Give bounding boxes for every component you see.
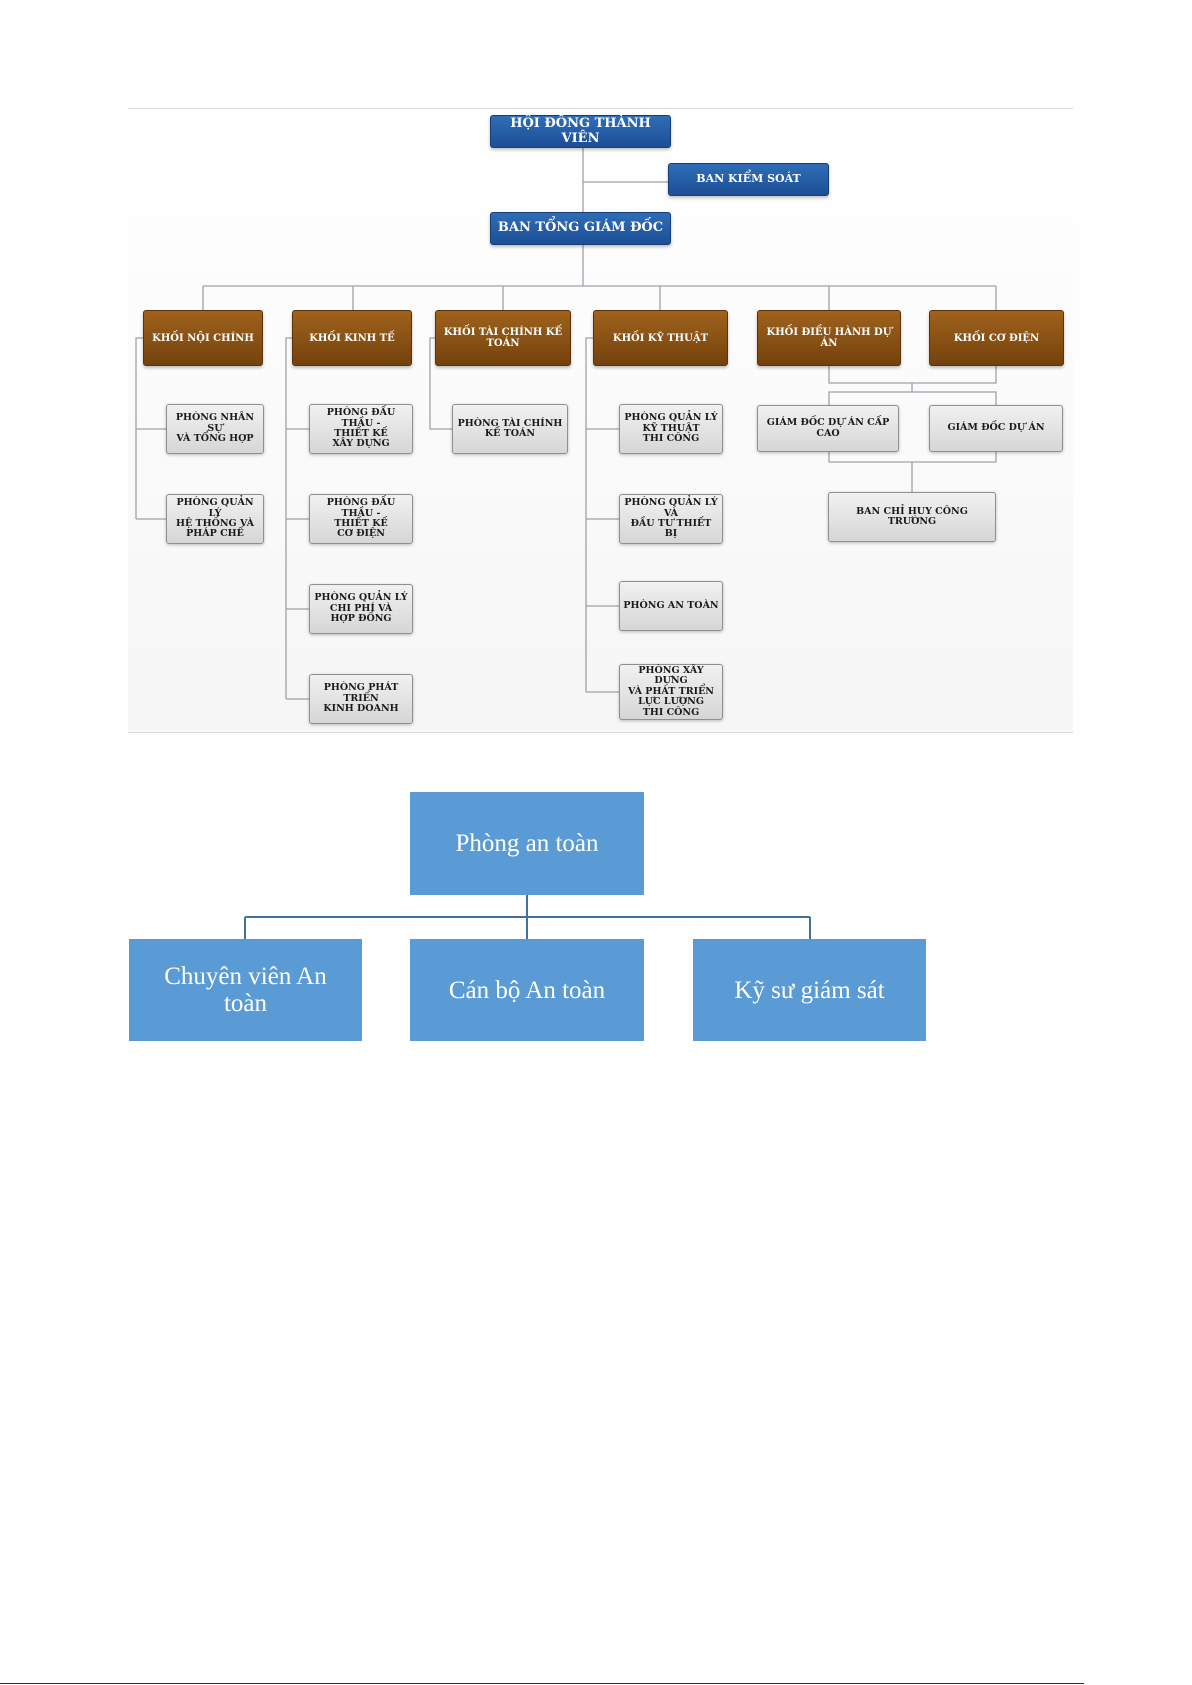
board-box: HỘI ĐỒNG THÀNH VIÊN — [490, 115, 671, 148]
division-internal-affairs: KHỐI NỘI CHÍNH — [143, 310, 263, 366]
unit-finance-accounting: PHÒNG TÀI CHÍNH KẾ TOÁN — [452, 404, 568, 454]
safety-specialist-box: Chuyên viên An toàn — [129, 939, 362, 1041]
unit-system-legal: PHÒNG QUẢN LÝ HỆ THỐNG VÀ PHÁP CHẾ — [166, 494, 264, 544]
safety-department-box: Phòng an toàn — [410, 792, 644, 895]
division-mechanical-electrical: KHỐI CƠ ĐIỆN — [929, 310, 1064, 366]
unit-construction-tech-management: PHÒNG QUẢN LÝ KỸ THUẬT THI CÔNG — [619, 404, 723, 454]
supervising-engineer-box: Kỹ sư giám sát — [693, 939, 926, 1041]
unit-senior-project-director: GIÁM ĐỐC DỰ ÁN CẤP CAO — [757, 405, 899, 452]
division-project-management: KHỐI ĐIỀU HÀNH DỰ ÁN — [757, 310, 901, 366]
page-bottom-rule — [0, 1683, 1084, 1684]
unit-equipment-investment: PHÒNG QUẢN LÝ VÀ ĐẦU TƯ THIẾT BỊ — [619, 494, 723, 544]
supervisory-board-box: BAN KIỂM SOÁT — [668, 163, 829, 196]
unit-construction-workforce: PHÒNG XÂY DỰNG VÀ PHÁT TRIỂN LỰC LƯỢNG T… — [619, 664, 723, 720]
unit-project-director: GIÁM ĐỐC DỰ ÁN — [929, 405, 1063, 452]
division-economics: KHỐI KINH TẾ — [292, 310, 412, 366]
unit-cost-contract: PHÒNG QUẢN LÝ CHI PHÍ VÀ HỢP ĐỒNG — [309, 584, 413, 634]
unit-bidding-construction-design: PHÒNG ĐẤU THẦU - THIẾT KẾ XÂY DỰNG — [309, 404, 413, 454]
unit-safety: PHÒNG AN TOÀN — [619, 581, 723, 631]
unit-site-command: BAN CHỈ HUY CÔNG TRƯỜNG — [828, 492, 996, 542]
division-technical: KHỐI KỸ THUẬT — [593, 310, 728, 366]
unit-business-development: PHÒNG PHÁT TRIỂN KINH DOANH — [309, 674, 413, 724]
unit-hr-general: PHÒNG NHÂN SỰ VÀ TỔNG HỢP — [166, 404, 264, 454]
general-directors-box: BAN TỔNG GIÁM ĐỐC — [490, 212, 671, 245]
division-finance-accounting: KHỐI TÀI CHÍNH KẾ TOÁN — [435, 310, 571, 366]
safety-officer-box: Cán bộ An toàn — [410, 939, 644, 1041]
unit-bidding-me-design: PHÒNG ĐẤU THẦU - THIẾT KẾ CƠ ĐIỆN — [309, 494, 413, 544]
